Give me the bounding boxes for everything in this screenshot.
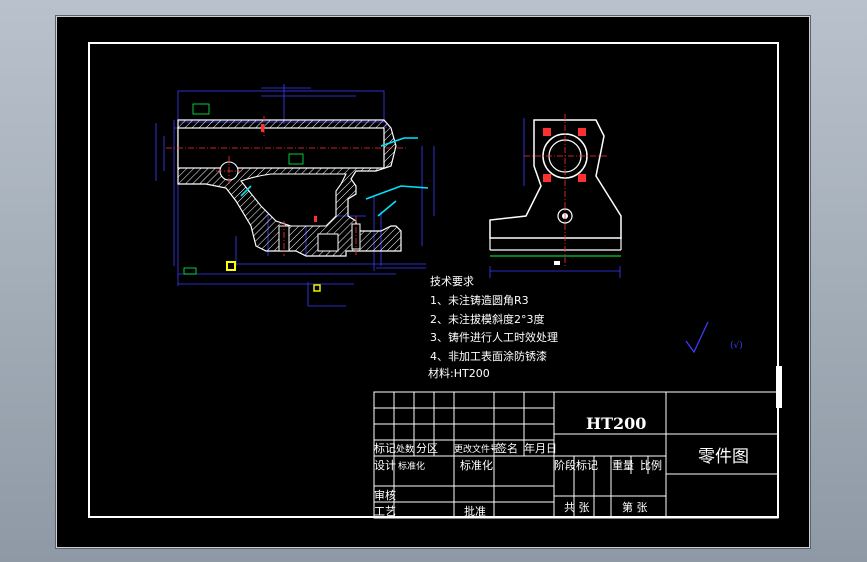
- tb-mark: 标记: [374, 442, 396, 455]
- tb-process: 工艺: [374, 505, 396, 518]
- tb-check: 审核: [374, 489, 396, 502]
- front-view-leaders: [240, 137, 429, 217]
- side-view-red-marks: [543, 128, 586, 182]
- drawing-sheet-border: [56, 16, 810, 548]
- tb-scale: 比例: [640, 459, 662, 472]
- requirement-item: 1、未注铸造圆角R3: [430, 294, 529, 307]
- tb-weight: 重量: [612, 459, 634, 472]
- roughness-label: (√): [730, 341, 743, 351]
- tb-standardization-2: 标准化: [460, 459, 493, 472]
- tb-change-doc: 更改文件号: [454, 445, 500, 455]
- tb-design: 设计: [374, 459, 396, 472]
- tb-approve: 批准: [464, 505, 486, 518]
- tb-zone: 分区: [416, 442, 438, 455]
- front-view: [155, 84, 435, 307]
- side-view: [489, 114, 622, 278]
- side-view-centerlines: [524, 114, 608, 266]
- side-view-dimensions: [489, 118, 621, 278]
- tb-date: 年月日: [524, 442, 557, 455]
- drawing-name: 零件图: [698, 447, 749, 467]
- front-view-cavity: [240, 173, 347, 227]
- cad-viewport[interactable]: 技术要求 1、未注铸造圆角R3 2、未注拔模斜度2°3度 3、铸件进行人工时效处…: [55, 15, 811, 549]
- material-note: 材料:HT200: [428, 367, 490, 380]
- material-title: HT200: [586, 414, 647, 433]
- tb-signature: 签名: [496, 442, 518, 455]
- drawing-frame: [88, 42, 779, 518]
- requirements-title: 技术要求: [430, 275, 474, 288]
- requirement-item: 3、铸件进行人工时效处理: [430, 331, 558, 344]
- front-view-slot: [317, 233, 339, 252]
- front-view-red-marks: [261, 124, 317, 222]
- front-view-tolerance-frames: [183, 103, 304, 275]
- drawing-canvas: [155, 84, 782, 519]
- scroll-handle[interactable]: [776, 366, 782, 408]
- front-view-centerlines: [166, 116, 406, 256]
- tb-count: 处数: [396, 445, 415, 455]
- requirement-item: 4、非加工表面涂防锈漆: [430, 350, 547, 363]
- side-view-hole: [557, 208, 573, 224]
- tb-standardization-1: 标准化: [398, 462, 426, 472]
- tb-sheet-no: 第 张: [622, 501, 648, 514]
- side-view-outline: [489, 119, 622, 239]
- tb-total-sheets: 共 张: [564, 501, 590, 514]
- tb-stage-mark: 阶段标记: [554, 459, 598, 472]
- front-view-marker: [313, 284, 321, 292]
- roughness-symbol: [685, 321, 709, 354]
- front-view-marker: [226, 261, 236, 271]
- requirement-item: 2、未注拔模斜度2°3度: [430, 313, 545, 326]
- title-block: [373, 391, 779, 519]
